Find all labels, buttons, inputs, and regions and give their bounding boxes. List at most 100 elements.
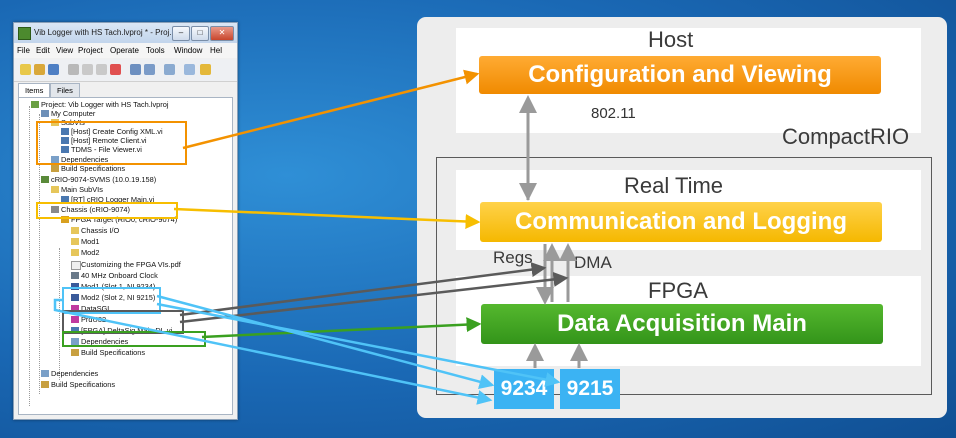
tree-item-crio-dependencies[interactable]: Dependencies: [51, 369, 99, 378]
module-9234: 9234: [494, 369, 554, 409]
tree-item-build-specs[interactable]: Build Specifications: [61, 164, 126, 173]
data-acquisition-block: Data Acquisition Main: [481, 304, 883, 344]
save-all-icon[interactable]: [48, 64, 59, 75]
tree-item-tdms-viewer[interactable]: TDMS - File Viewer.vi: [71, 145, 142, 154]
configuration-viewing-block: Configuration and Viewing: [479, 56, 881, 94]
warning-icon[interactable]: [200, 64, 211, 75]
fpga-label: FPGA: [648, 278, 708, 303]
host-vis-arrow: [182, 69, 480, 150]
modules-return-arrow: [53, 298, 493, 405]
vi-icon: [61, 128, 69, 135]
tree-item-fpga-build-specs[interactable]: Build Specifications: [81, 348, 146, 357]
tree-item-chassis[interactable]: Chassis (cRIO-9074): [61, 205, 130, 214]
add-item-icon[interactable]: [184, 64, 195, 75]
menu-file[interactable]: File: [17, 46, 30, 55]
maximize-button[interactable]: □: [191, 26, 209, 41]
toolbar: [14, 59, 237, 82]
window-titlebar[interactable]: Vib Logger with HS Tach.lvproj * - Proj.…: [14, 23, 237, 43]
crio-target-icon: [41, 176, 49, 183]
fifo-icon: [71, 305, 79, 312]
clock-icon: [71, 272, 79, 279]
communication-logging-block: Communication and Logging: [480, 202, 882, 242]
new-icon[interactable]: [20, 64, 31, 75]
menu-edit[interactable]: Edit: [36, 46, 50, 55]
tree-item-dependencies[interactable]: Dependencies: [61, 155, 109, 164]
tree-item-fpga-target[interactable]: FPGA Target (RIO0, cRIO-9074): [71, 215, 178, 224]
tree-item-datasgl[interactable]: DataSGL: [81, 304, 112, 313]
rt-vi-arrow: [173, 207, 481, 229]
deploy-icon[interactable]: [144, 64, 155, 75]
minimize-button[interactable]: –: [172, 26, 190, 41]
tree-item-mod2-slot2[interactable]: Mod2 (Slot 2, NI 9215): [81, 293, 156, 302]
highlight-fpga-vi: [62, 331, 206, 347]
vi-icon: [61, 146, 69, 153]
close-button[interactable]: ✕: [210, 26, 234, 41]
highlight-host-vis: [36, 121, 187, 165]
build-icon[interactable]: [130, 64, 141, 75]
copy-icon[interactable]: [82, 64, 93, 75]
tree-item-chassis-io[interactable]: Chassis I/O: [81, 226, 120, 235]
fpga-target-icon: [61, 216, 69, 223]
real-time-label: Real Time: [624, 173, 724, 198]
tree-item-crio-build-specs[interactable]: Build Specifications: [51, 380, 116, 389]
tab-strip: Items Files: [14, 83, 237, 97]
project-explorer-window: Vib Logger with HS Tach.lvproj * - Proj.…: [13, 22, 238, 420]
tree-item-remote-client[interactable]: [Host] Remote Client.vi: [71, 136, 147, 145]
pdf-file-icon: [71, 261, 81, 270]
build-spec-icon: [71, 349, 79, 356]
tree-item-customizing-pdf[interactable]: Customizing the FPGA VIs.pdf: [81, 260, 181, 269]
compactrio-label: CompactRIO: [782, 124, 910, 149]
mod1-to-9234-arrow: [156, 294, 495, 390]
tree-item-project[interactable]: Project: Vib Logger with HS Tach.lvproj: [41, 100, 169, 109]
tree-item-create-config[interactable]: [Host] Create Config XML.vi: [71, 127, 163, 136]
tree-item-rt-logger-main[interactable]: [RT] cRIO Logger Main.vi: [71, 195, 155, 204]
module-icon: [71, 283, 79, 290]
menu-project[interactable]: Project: [78, 46, 103, 55]
cut-icon[interactable]: [68, 64, 79, 75]
menu-help[interactable]: Hel: [210, 46, 223, 55]
project-tree[interactable]: Project: Vib Logger with HS Tach.lvproj …: [18, 97, 233, 415]
dma-label: DMA: [574, 253, 612, 272]
dependencies-icon: [51, 156, 59, 163]
fifo-dma-arrow: [179, 271, 569, 324]
menu-view[interactable]: View: [56, 46, 74, 55]
menu-bar: File Edit View Project Operate Tools Win…: [14, 43, 237, 58]
tree-item-my-computer[interactable]: My Computer: [51, 109, 96, 118]
dependencies-icon: [41, 370, 49, 377]
open-icon[interactable]: [34, 64, 45, 75]
compactrio-boundary: [436, 157, 932, 395]
fifo-icon: [71, 316, 79, 323]
build-spec-icon: [51, 165, 59, 172]
delete-icon[interactable]: [110, 64, 121, 75]
tree-item-crio-target[interactable]: cRIO-9074-SVMS (10.0.19.158): [51, 175, 157, 184]
computer-icon: [41, 110, 49, 117]
menu-operate[interactable]: Operate: [110, 46, 139, 55]
fpga-vi-arrow: [201, 317, 482, 339]
tree-item-fpga-main[interactable]: [FPGA] DeltaSig Main DL.vi: [81, 326, 173, 335]
dependencies-icon: [71, 338, 79, 345]
paste-icon[interactable]: [96, 64, 107, 75]
folder-icon: [71, 227, 79, 234]
folder-icon: [71, 249, 79, 256]
vi-icon: [71, 327, 79, 334]
vi-icon: [61, 137, 69, 144]
tree-item-onboard-clock[interactable]: 40 MHz Onboard Clock: [81, 271, 158, 280]
tree-item-mod2-folder[interactable]: Mod2: [81, 248, 100, 257]
menu-tools[interactable]: Tools: [146, 46, 165, 55]
tab-files[interactable]: Files: [50, 83, 80, 97]
tree-item-main-subvis[interactable]: Main SubVIs: [61, 185, 103, 194]
tree-item-mod1-slot1[interactable]: Mod1 (Slot 1, NI 9234): [81, 282, 156, 291]
highlight-rt-vi: [36, 202, 178, 219]
tree-guide-line: [39, 114, 40, 202]
tree-item-mod1-folder[interactable]: Mod1: [81, 237, 100, 246]
menu-window[interactable]: Window: [174, 46, 203, 55]
fifo-regs-arrow: [179, 262, 547, 317]
tree-item-fpga-dependencies[interactable]: Dependencies: [81, 337, 129, 346]
host-label: Host: [648, 27, 694, 52]
view-icon[interactable]: [164, 64, 175, 75]
tree-item-prdu32[interactable]: PrdU32: [81, 315, 107, 324]
tab-items[interactable]: Items: [18, 83, 51, 97]
tree-guide-line: [39, 202, 40, 394]
module-9215: 9215: [560, 369, 620, 409]
